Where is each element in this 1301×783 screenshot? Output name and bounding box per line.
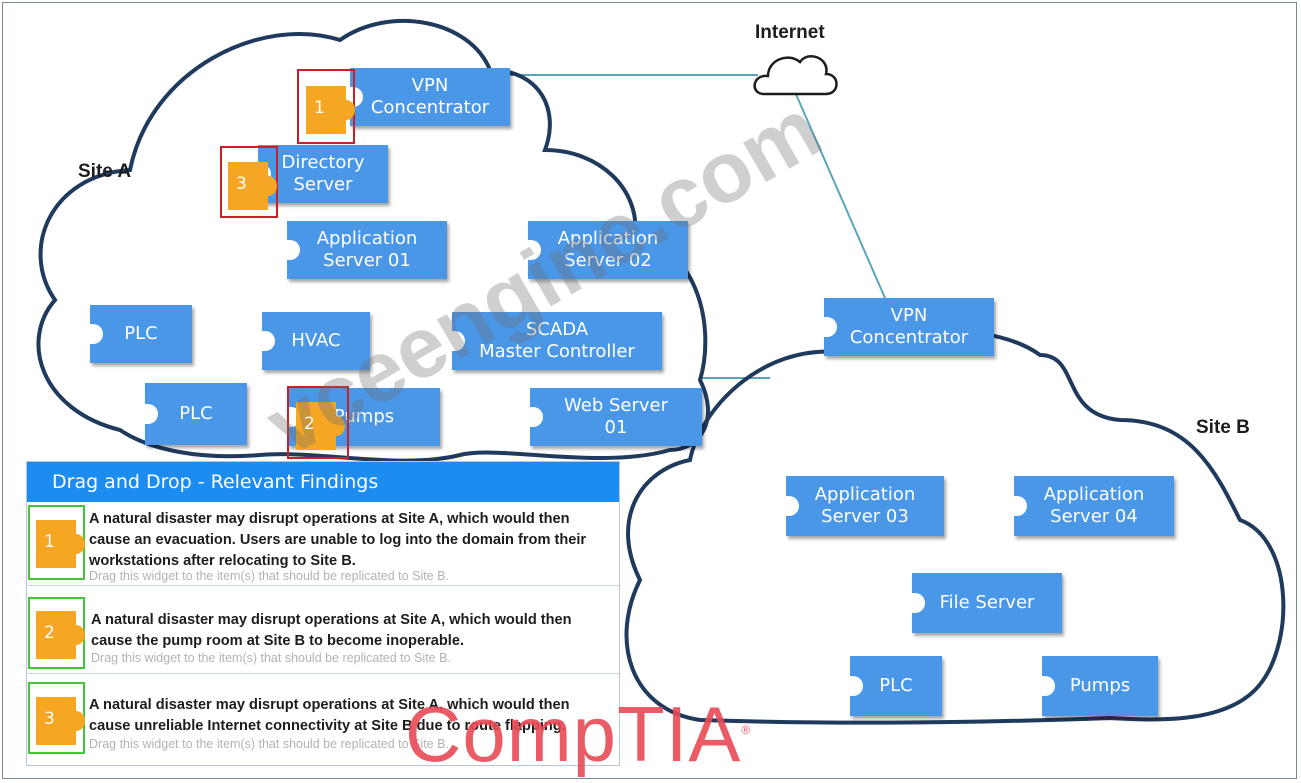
node-label: File Server [939,592,1035,613]
site-b-file-server[interactable]: File Server [911,573,1062,633]
internet-cloud-icon [753,55,838,96]
finding-3-hint: Drag this widget to the item(s) that sho… [89,737,449,751]
placed-badge-vpn[interactable]: 1 [306,86,355,134]
finding-3-draggable-badge[interactable]: 3 [36,697,85,745]
site-b-pumps[interactable]: Pumps [1041,656,1158,716]
node-label: SCADA Master Controller [479,319,635,362]
site-a-hvac[interactable]: HVAC [261,312,370,370]
badge-number: 3 [236,174,247,194]
node-label: VPN Concentrator [849,305,969,348]
node-label: Pumps [1069,675,1131,696]
site-b-application-server-04[interactable]: Application Server 04 [1013,476,1174,536]
placed-badge-directory[interactable]: 3 [228,162,277,210]
finding-2-draggable-badge[interactable]: 2 [36,611,85,659]
site-a-web-server-01[interactable]: Web Server 01 [529,388,702,446]
finding-2-text: A natural disaster may disrupt operation… [91,612,572,649]
finding-item-1: 1 A natural disaster may disrupt operati… [27,502,619,586]
comptia-logo: CompTIA® [405,690,751,774]
divider [27,673,619,674]
site-a-scada-master-controller[interactable]: SCADA Master Controller [451,312,662,370]
finding-3-text: A natural disaster may disrupt operation… [89,697,570,734]
node-label: Application Server 04 [1043,484,1145,527]
finding-1-draggable-badge[interactable]: 1 [36,520,85,568]
relevant-findings-panel: Drag and Drop - Relevant Findings 1 A na… [26,461,620,766]
panel-title: Drag and Drop - Relevant Findings [27,462,619,502]
divider [27,585,619,586]
finding-1-hint: Drag this widget to the item(s) that sho… [89,569,449,583]
node-label: Application Server 03 [814,484,916,527]
finding-1-text: A natural disaster may disrupt operation… [89,511,587,569]
registered-mark: ® [741,723,752,737]
node-label: VPN Concentrator [370,75,490,118]
site-a-application-server-02[interactable]: Application Server 02 [527,221,688,279]
site-b-cloud [624,328,1286,725]
logo-text: CompTIA [405,690,742,778]
finding-2-hint: Drag this widget to the item(s) that sho… [91,651,451,665]
site-a-label: Site A [78,161,132,182]
node-label: Application Server 02 [557,228,659,271]
placed-badge-pumps[interactable]: 2 [296,402,345,450]
site-b-label: Site B [1196,417,1250,438]
node-label: HVAC [291,330,341,351]
finding-item-2: 2 A natural disaster may disrupt operati… [27,590,619,674]
badge-number: 1 [314,98,325,118]
finding-item-3: 3 A natural disaster may disrupt operati… [27,676,619,760]
link-internet-vpn-b [794,91,886,299]
site-a-application-server-01[interactable]: Application Server 01 [286,221,447,279]
internet-label: Internet [755,22,825,43]
site-b-plc[interactable]: PLC [849,656,942,716]
badge-number: 1 [44,532,55,552]
badge-number: 3 [44,709,55,729]
site-b-vpn-concentrator[interactable]: VPN Concentrator [823,298,994,356]
site-b-application-server-03[interactable]: Application Server 03 [785,476,944,536]
placed-slot-pumps[interactable] [287,386,349,459]
site-a-directory-server[interactable]: Directory Server [257,145,388,203]
node-label: Directory Server [281,152,365,195]
node-label: PLC [124,323,158,344]
node-label: PLC [179,403,213,424]
placed-slot-directory[interactable] [220,146,278,218]
site-a-cloud [36,19,711,463]
node-label: PLC [879,675,913,696]
node-label: Web Server 01 [564,395,668,438]
site-a-vpn-concentrator[interactable]: VPN Concentrator [349,68,510,126]
badge-number: 2 [44,623,55,643]
site-a-plc-1[interactable]: PLC [89,305,192,363]
site-a-plc-2[interactable]: PLC [144,383,247,445]
badge-number: 2 [304,414,315,434]
node-label: Application Server 01 [316,228,418,271]
